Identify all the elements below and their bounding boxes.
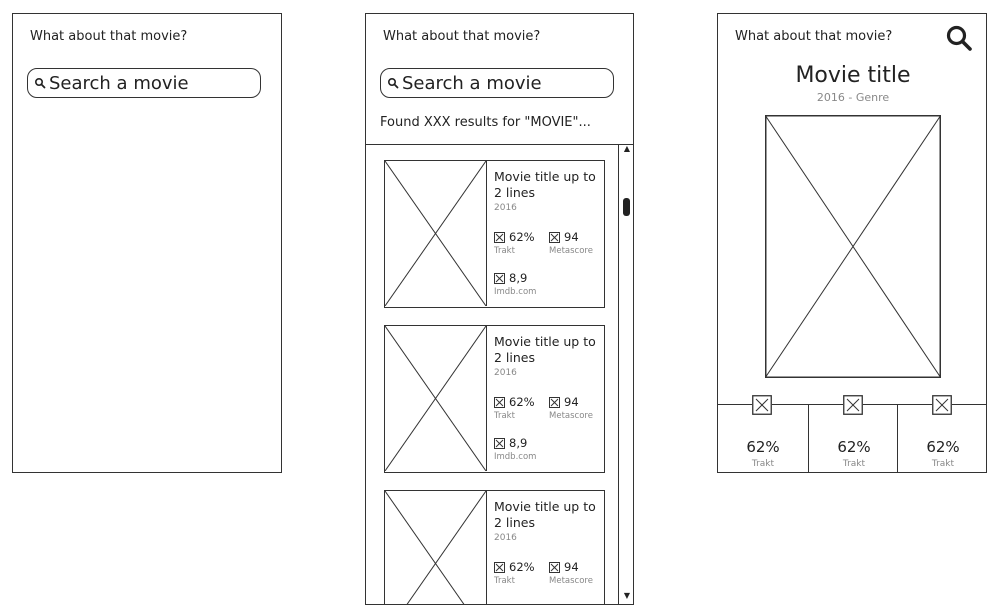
rating-value: 62% (509, 230, 535, 244)
rating-source-label: Imdb.com (494, 452, 537, 462)
rating-source-label: Metascore (549, 246, 593, 256)
scroll-up-icon[interactable]: ▲ (623, 144, 631, 153)
rating-source-icon (494, 231, 505, 243)
movie-title: Movie title (795, 63, 911, 88)
search-icon[interactable] (945, 24, 973, 52)
poster-placeholder-icon (765, 115, 941, 378)
rating-value: 94 (564, 230, 579, 244)
rating-source-label: Trakt (751, 459, 775, 469)
rating-source-icon (494, 561, 505, 573)
trakt-rating: 62% Trakt (494, 395, 535, 421)
trakt-rating: 62% Trakt (494, 230, 535, 256)
trakt-rating: 62% Trakt (494, 560, 535, 586)
scrollbar-thumb[interactable] (623, 198, 630, 216)
results-summary: Found XXX results for "MOVIE"... (380, 115, 591, 130)
poster-placeholder-icon (385, 326, 487, 471)
imdb-rating: 8,9 Imdb.com (494, 436, 536, 462)
scroll-down-icon[interactable]: ▼ (623, 591, 631, 600)
movie-year: 2016 (494, 368, 517, 378)
rating-cell: 62% Trakt (808, 395, 898, 472)
poster-placeholder-icon (385, 491, 487, 604)
rating-source-icon (494, 437, 505, 449)
header-divider (366, 144, 633, 145)
rating-value: 62% (509, 395, 535, 409)
scrollbar-track[interactable] (618, 145, 620, 604)
rating-value: 94 (564, 395, 579, 409)
search-input[interactable] (402, 72, 602, 94)
rating-source-label: Metascore (549, 576, 593, 586)
rating-source-icon (549, 396, 560, 408)
app-title: What about that movie? (30, 29, 188, 44)
rating-source-icon (494, 396, 505, 408)
result-card[interactable]: Movie title up to 2 lines 2016 62% Trakt… (384, 325, 605, 473)
movie-year: 2016 (494, 203, 517, 213)
rating-source-label: Metascore (549, 411, 593, 421)
rating-source-icon (494, 272, 505, 284)
movie-title: Movie title up to 2 lines (494, 169, 596, 200)
movie-year-genre: 2016 - Genre (816, 91, 890, 104)
movie-title: Movie title up to 2 lines (494, 334, 596, 365)
rating-source-icon (549, 561, 560, 573)
rating-source-icon (932, 395, 952, 415)
result-card[interactable]: Movie title up to 2 lines 2016 62% Trakt… (384, 160, 605, 308)
rating-source-label: Trakt (494, 246, 515, 256)
movie-title: Movie title up to 2 lines (494, 499, 596, 530)
imdb-rating: 8,9 Imdb.com (494, 271, 536, 297)
rating-source-label: Imdb.com (494, 287, 537, 297)
rating-source-icon (752, 395, 772, 415)
result-card[interactable]: Movie title up to 2 lines 2016 62% Trakt… (384, 490, 605, 604)
search-icon (34, 77, 46, 89)
rating-cell: 62% Trakt (718, 395, 808, 472)
rating-source-label: Trakt (842, 459, 866, 469)
rating-source-label: Trakt (931, 459, 955, 469)
metascore-rating: 94 Metascore (549, 560, 593, 586)
rating-source-icon (549, 231, 560, 243)
movie-year: 2016 (494, 533, 517, 543)
rating-value: 62% (746, 438, 780, 456)
rating-value: 62% (926, 438, 960, 456)
poster-placeholder-icon (385, 161, 487, 306)
search-bar[interactable] (380, 68, 614, 98)
search-icon (387, 77, 399, 89)
rating-value: 8,9 (509, 436, 528, 450)
rating-source-label: Trakt (494, 576, 515, 586)
ratings-strip: 62% Trakt 62% Trakt 62% Trakt (718, 395, 986, 472)
app-title: What about that movie? (735, 29, 893, 44)
rating-source-icon (843, 395, 863, 415)
app-title: What about that movie? (383, 29, 541, 44)
rating-value: 8,9 (509, 271, 528, 285)
search-screen: What about that movie? (12, 13, 282, 473)
search-input[interactable] (49, 72, 249, 94)
rating-cell: 62% Trakt (898, 395, 986, 472)
rating-value: 62% (837, 438, 871, 456)
search-bar[interactable] (27, 68, 261, 98)
rating-value: 94 (564, 560, 579, 574)
results-screen: What about that movie? Found XXX results… (365, 13, 634, 605)
metascore-rating: 94 Metascore (549, 230, 593, 256)
detail-screen: What about that movie? Movie title 2016 … (717, 13, 987, 473)
rating-source-label: Trakt (494, 411, 515, 421)
metascore-rating: 94 Metascore (549, 395, 593, 421)
rating-value: 62% (509, 560, 535, 574)
